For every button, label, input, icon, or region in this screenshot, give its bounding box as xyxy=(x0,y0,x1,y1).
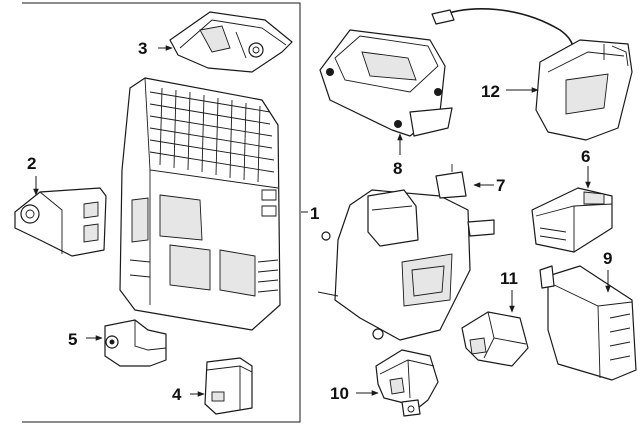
callout-7: 7 xyxy=(496,176,505,195)
callout-8: 8 xyxy=(393,159,402,178)
callout-labels: 1 2 3 4 5 6 7 8 9 10 11 12 xyxy=(27,39,612,404)
callout-1: 1 xyxy=(310,204,319,223)
part-7-sensor-bracket xyxy=(317,164,495,341)
part-5-relay xyxy=(104,319,167,367)
callout-12: 12 xyxy=(481,82,500,101)
fuse-grid xyxy=(149,87,275,183)
part-12-antenna-module xyxy=(431,8,633,141)
callout-6: 6 xyxy=(581,147,590,166)
callout-11: 11 xyxy=(500,269,518,288)
callout-2: 2 xyxy=(27,154,36,173)
callout-3: 3 xyxy=(138,39,147,58)
part-1-junction-block xyxy=(119,77,281,331)
part-6-control-unit xyxy=(531,187,613,253)
group-bracket xyxy=(22,2,301,423)
part-9-module xyxy=(539,265,637,381)
part-4-relay-cube xyxy=(204,357,253,415)
part-8-control-module xyxy=(319,29,453,137)
callout-5: 5 xyxy=(68,330,77,349)
part-10-bracket xyxy=(375,349,439,417)
callout-9: 9 xyxy=(603,249,612,268)
part-2-relay-bracket xyxy=(14,187,107,257)
part-3-fuse-box-cover xyxy=(169,11,293,73)
leader-lines xyxy=(33,45,611,397)
callout-4: 4 xyxy=(172,385,182,404)
part-11-relay-unit xyxy=(461,311,529,367)
callout-10: 10 xyxy=(330,384,349,403)
